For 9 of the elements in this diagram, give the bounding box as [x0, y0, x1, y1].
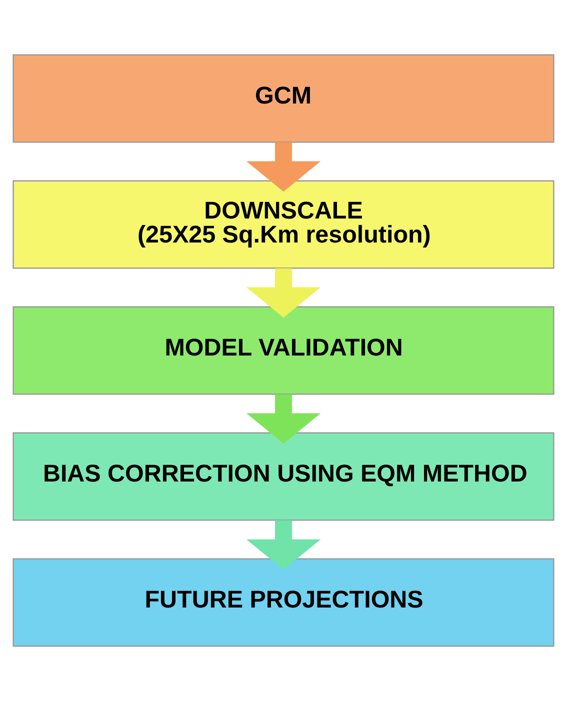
node-box: DOWNSCALE (25X25 Sq.Km resolution) — [12, 180, 554, 269]
arrow — [246, 520, 321, 570]
arrow — [246, 142, 321, 192]
arrow — [246, 394, 321, 444]
arrow — [246, 268, 321, 318]
node-box: GCM — [12, 54, 554, 143]
node-box: BIAS CORRECTION USING EQM METHOD — [12, 432, 554, 521]
node-box: MODEL VALIDATION — [12, 306, 554, 395]
node-box: FUTURE PROJECTIONS — [12, 558, 554, 647]
